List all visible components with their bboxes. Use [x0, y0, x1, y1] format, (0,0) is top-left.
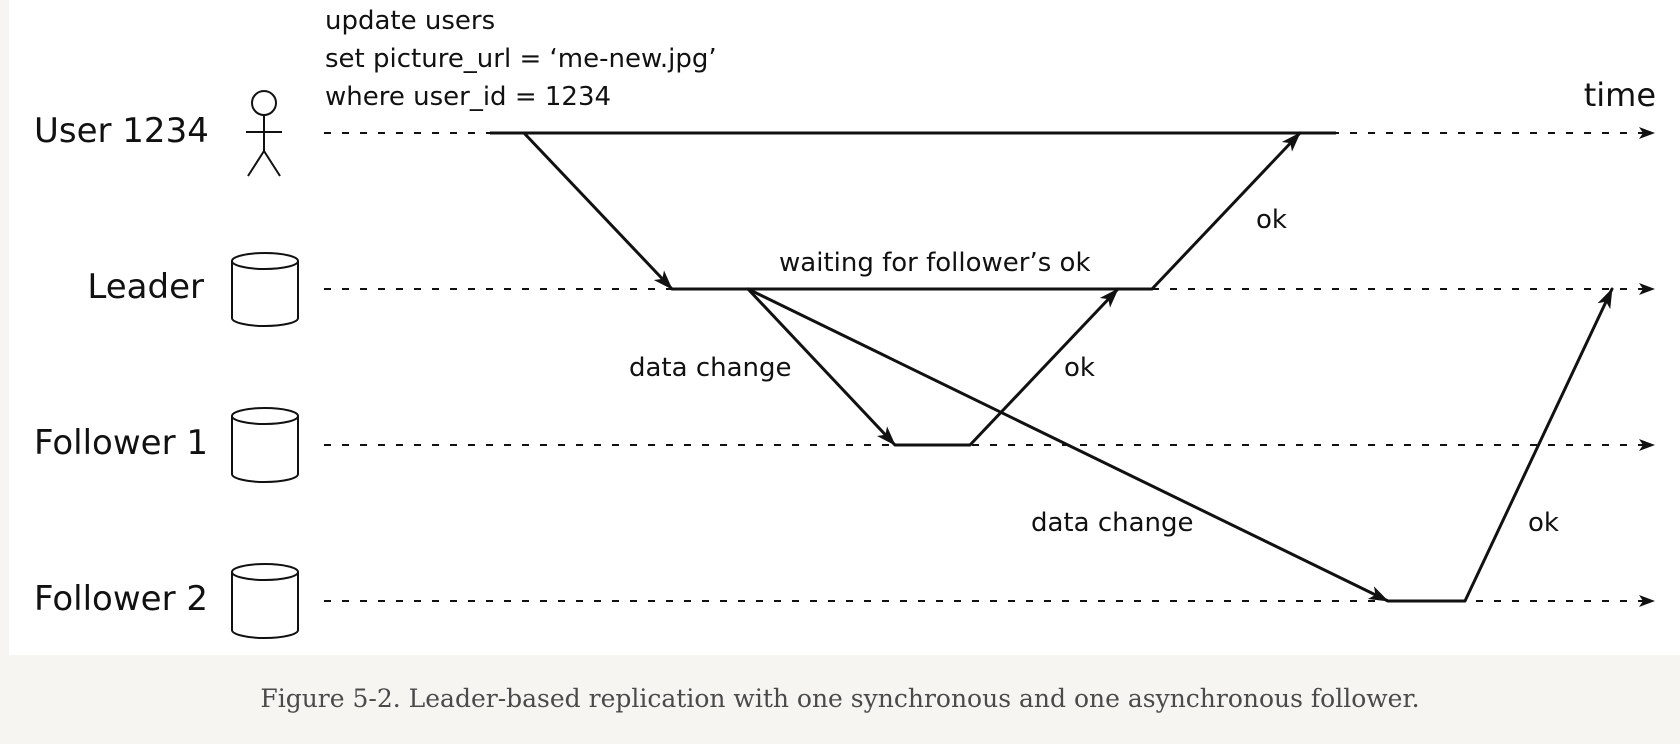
- arrow-follower-1-ok: [968, 287, 1120, 447]
- query-line-1: update users: [325, 6, 495, 36]
- figure-caption: Figure 5-2. Leader-based replication wit…: [260, 684, 1420, 713]
- lane-label-leader: Leader: [87, 267, 204, 307]
- data-change-label-follower-2: data change: [1031, 508, 1194, 538]
- query-line-3: where user_id = 1234: [325, 82, 611, 112]
- lane-label-follower-2: Follower 2: [34, 579, 208, 619]
- database-cylinder-icon: [231, 252, 299, 327]
- database-cylinder-icon: [231, 563, 299, 639]
- database-cylinder-icon: [231, 407, 299, 483]
- arrow-leader-to-follower-1: [746, 287, 897, 447]
- arrow-leader-to-follower-2: [746, 287, 1390, 603]
- waiting-label: waiting for follower’s ok: [779, 248, 1091, 278]
- stick-figure-icon: [246, 90, 282, 177]
- arrow-leader-ok-to-user: [1150, 131, 1302, 291]
- data-change-label-follower-1: data change: [629, 353, 792, 383]
- time-axis-label: time: [1584, 76, 1656, 114]
- query-line-2: set picture_url = ‘me-new.jpg’: [325, 44, 717, 74]
- ok-label-follower-1: ok: [1064, 353, 1095, 383]
- arrow-follower-2-ok: [1463, 287, 1614, 603]
- diagram-panel: [9, 0, 1680, 655]
- ok-label-follower-2: ok: [1528, 508, 1559, 538]
- lane-label-follower-1: Follower 1: [34, 423, 208, 463]
- arrow-user-to-leader: [522, 131, 674, 291]
- replication-diagram: update users set picture_url = ‘me-new.j…: [34, 6, 1656, 639]
- lane-label-user: User 1234: [34, 111, 209, 151]
- ok-label-leader-to-user: ok: [1256, 205, 1287, 235]
